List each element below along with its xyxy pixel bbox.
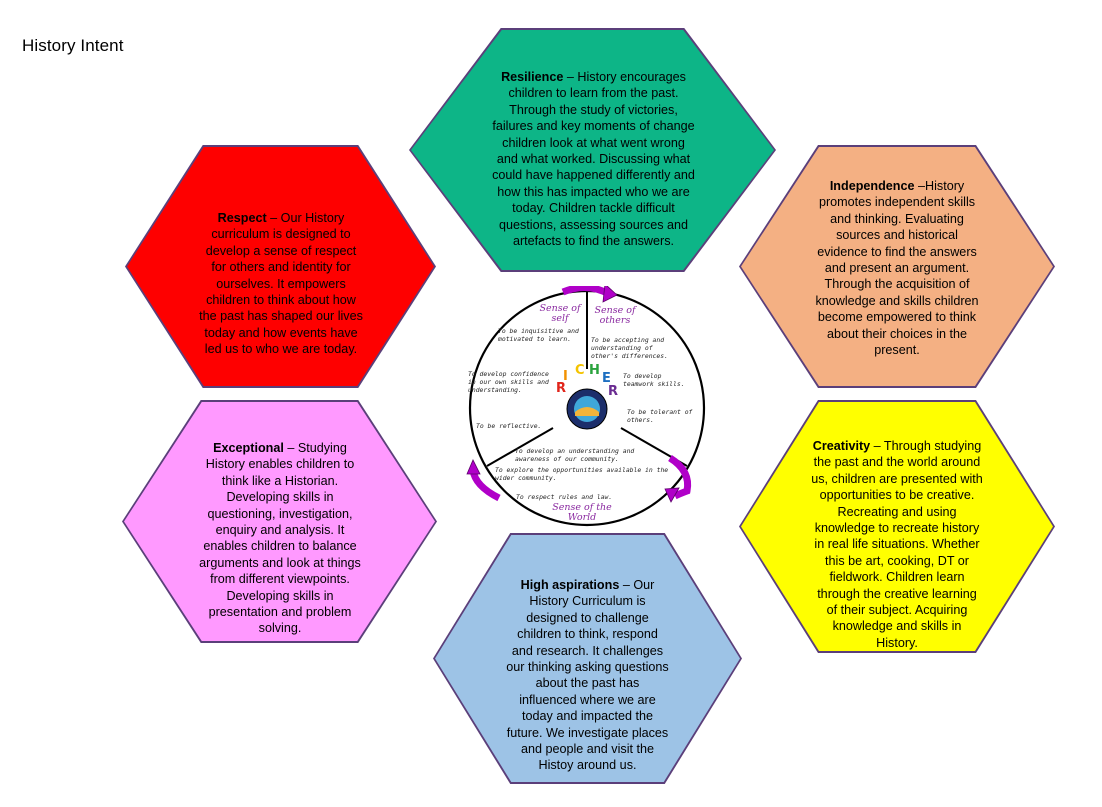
self-item-reflective: To be reflective.	[476, 422, 542, 430]
richer-letter-r1: R	[556, 381, 567, 396]
wheel-divider-left	[486, 427, 554, 467]
high-aspirations-hexagon: High aspirations – Our History Curriculu…	[435, 535, 740, 782]
creativity-text: Creativity – Through studying the past a…	[811, 438, 983, 651]
arrow-right-head	[664, 487, 680, 503]
respect-text: Respect – Our History curriculum is desi…	[197, 210, 365, 358]
creativity-body: – Through studying the past and the worl…	[811, 439, 983, 650]
arrow-left-head	[466, 459, 481, 475]
creativity-heading: Creativity	[812, 439, 871, 453]
sense-of-world-heading: Sense of the World	[552, 502, 612, 523]
exceptional-heading: Exceptional	[213, 441, 284, 455]
others-item-accepting: To be accepting and understanding of oth…	[591, 336, 668, 360]
richer-letter-r2: R	[608, 384, 619, 399]
exceptional-body: – Studying History enables children to t…	[199, 441, 361, 636]
richer-letter-c: C	[575, 363, 585, 378]
respect-body: – Our History curriculum is designed to …	[199, 211, 363, 357]
sense-of-others-heading: Sense of others	[594, 305, 636, 326]
arrow-right	[668, 455, 692, 500]
independence-hexagon: Independence –History promotes independe…	[741, 147, 1053, 386]
high-aspirations-heading: High aspirations	[520, 578, 620, 592]
creativity-hexagon: Creativity – Through studying the past a…	[741, 402, 1053, 651]
self-item-confidence: To develop confidence in our own skills …	[468, 370, 549, 394]
resilience-hexagon: Resilience – History encourages children…	[411, 30, 774, 270]
richer-letter-h: H	[589, 363, 600, 378]
independence-heading: Independence	[829, 179, 915, 193]
respect-heading: Respect	[217, 211, 267, 225]
resilience-body: – History encourages children to learn f…	[492, 70, 695, 249]
self-item-inquisitive: To be inquisitive and motivated to learn…	[498, 327, 579, 343]
school-emblem-sun	[575, 407, 599, 416]
resilience-text: Resilience – History encourages children…	[491, 69, 696, 249]
respect-hexagon: Respect – Our History curriculum is desi…	[127, 147, 434, 386]
richer-letter-e: E	[602, 371, 611, 386]
independence-text: Independence –History promotes independe…	[812, 178, 982, 358]
richer-wheel: R I C H E R Sense of self Sense of other…	[465, 283, 710, 531]
others-item-tolerant: To be tolerant of others.	[627, 408, 693, 424]
others-item-teamwork: To develop teamwork skills.	[623, 372, 685, 388]
exceptional-hexagon: Exceptional – Studying History enables c…	[124, 402, 435, 641]
exceptional-text: Exceptional – Studying History enables c…	[196, 440, 364, 637]
resilience-heading: Resilience	[501, 70, 564, 84]
world-item-understanding: To develop an understanding and awarenes…	[515, 447, 635, 463]
richer-wheel-graphic	[466, 283, 706, 527]
world-item-opportunities: To explore the opportunities available i…	[495, 466, 669, 482]
page-title: History Intent	[22, 36, 124, 55]
arrow-top-head	[602, 283, 618, 303]
world-item-rules: To respect rules and law.	[516, 493, 613, 501]
high-aspirations-text: High aspirations – Our History Curriculu…	[506, 577, 669, 774]
high-aspirations-body: – Our History Curriculum is designed to …	[506, 578, 669, 773]
richer-letter-i: I	[563, 369, 568, 384]
independence-body: –History promotes independent skills and…	[815, 179, 979, 358]
sense-of-self-heading: Sense of self	[539, 303, 581, 324]
